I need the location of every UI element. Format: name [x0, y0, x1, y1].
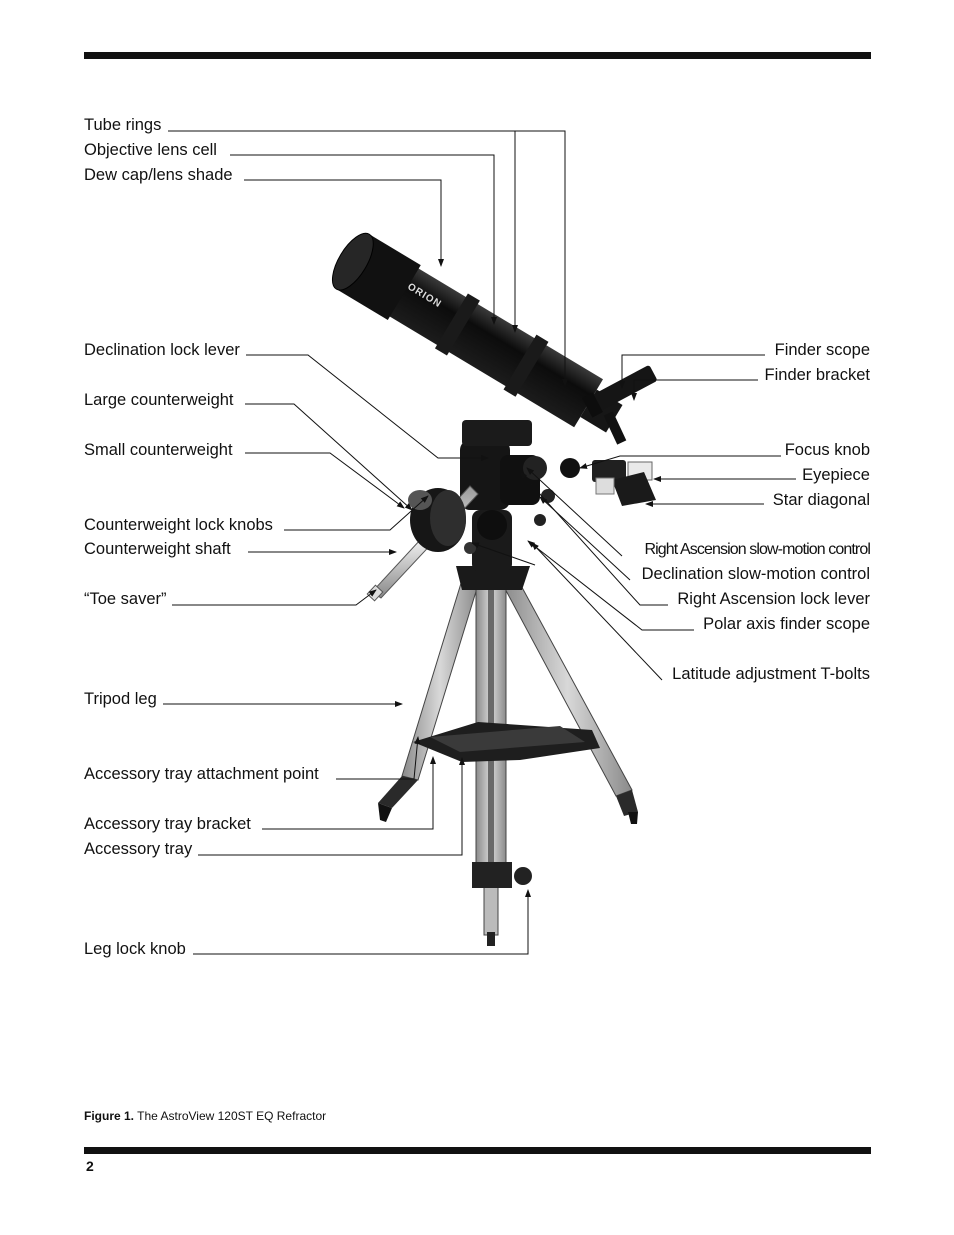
label-accessory-tray-bracket: Accessory tray bracket [84, 814, 252, 834]
telescope-picture: ORION [324, 227, 658, 946]
label-dec-slow-motion-control: Declination slow-motion control [641, 564, 870, 584]
accessory-tray-graphic [413, 722, 600, 762]
label-dew-cap: Dew cap/lens shade [84, 165, 234, 185]
bottom-rule [84, 1147, 871, 1154]
figure-caption-text: The AstroView 120ST EQ Refractor [137, 1109, 326, 1123]
label-tripod-leg: Tripod leg [84, 689, 158, 709]
label-latitude-adjustment-tbolts: Latitude adjustment T-bolts [671, 664, 870, 684]
label-leg-lock-knob: Leg lock knob [84, 939, 187, 959]
label-accessory-tray-attachment-point: Accessory tray attachment point [84, 764, 320, 784]
page-number: 2 [86, 1158, 94, 1174]
label-objective-lens-cell: Objective lens cell [84, 140, 218, 160]
figure-caption: Figure 1. The AstroView 120ST EQ Refract… [84, 1109, 326, 1123]
figure-caption-prefix: Figure 1. [84, 1109, 134, 1123]
label-counterweight-shaft: Counterweight shaft [84, 539, 232, 559]
label-small-counterweight: Small counterweight [84, 440, 234, 460]
label-focus-knob: Focus knob [784, 440, 870, 460]
label-tube-rings: Tube rings [84, 115, 162, 135]
label-declination-lock-lever: Declination lock lever [84, 340, 241, 360]
label-toe-saver: “Toe saver” [84, 589, 168, 609]
label-counterweight-lock-knobs: Counterweight lock knobs [84, 515, 274, 535]
label-star-diagonal: Star diagonal [772, 490, 870, 510]
label-finder-bracket: Finder bracket [764, 365, 870, 385]
label-accessory-tray: Accessory tray [84, 839, 193, 859]
label-large-counterweight: Large counterweight [84, 390, 235, 410]
label-finder-scope: Finder scope [774, 340, 870, 360]
label-ra-lock-lever: Right Ascension lock lever [676, 589, 870, 609]
label-polar-axis-finder-scope: Polar axis finder scope [702, 614, 870, 634]
label-ra-slow-motion-control: Right Ascension slow-motion control [643, 540, 870, 560]
label-eyepiece: Eyepiece [801, 465, 870, 485]
